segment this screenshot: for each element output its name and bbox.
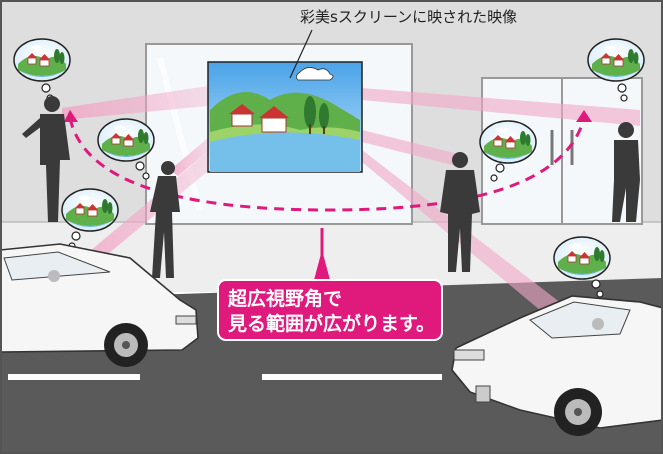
lane-marking xyxy=(262,374,442,380)
person-silhouette xyxy=(22,96,70,222)
callout-line-1: 超広視野角で xyxy=(227,287,342,310)
arc-arrow-right xyxy=(576,110,592,122)
person-silhouette xyxy=(440,152,480,272)
screen-picture xyxy=(207,61,363,173)
thought-bubble xyxy=(479,120,537,182)
thought-bubble xyxy=(587,38,645,102)
person-silhouette xyxy=(612,122,640,222)
callout: 超広視野角で 見る範囲が広がります。 xyxy=(217,228,443,341)
person-silhouette xyxy=(150,161,180,278)
thought-bubble xyxy=(97,118,155,180)
thought-bubble xyxy=(553,236,611,298)
screen-caption: 彩美sスクリーンに映された映像 xyxy=(300,8,517,26)
arc-arrow-left xyxy=(64,110,78,122)
viewing-beams xyxy=(62,86,640,340)
viewing-angle-arc xyxy=(68,117,586,212)
caption-leader-line xyxy=(289,29,313,79)
car-right xyxy=(451,295,663,436)
lane-marking xyxy=(8,374,140,380)
callout-line-2: 見る範囲が広がります。 xyxy=(228,312,435,335)
car-left xyxy=(0,243,199,367)
